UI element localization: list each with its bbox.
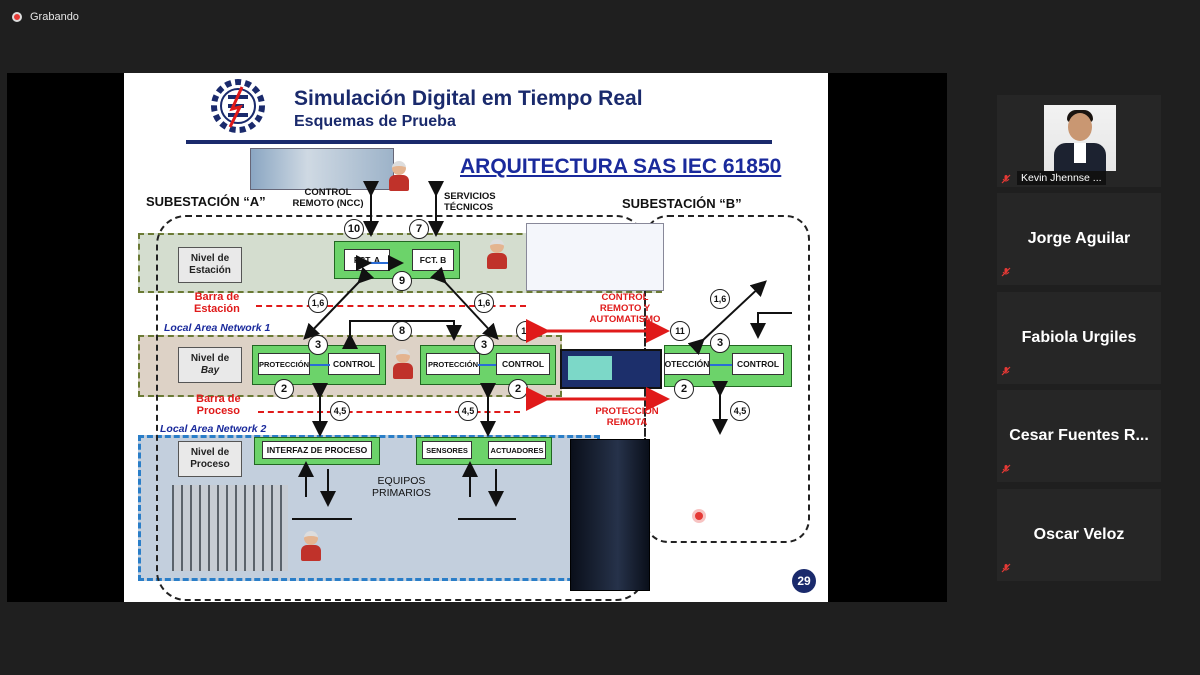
- link-45-badge-c: 4,5: [730, 401, 750, 421]
- link-45-badge-b: 4,5: [458, 401, 478, 421]
- recording-indicator: Grabando: [12, 11, 79, 23]
- mic-muted-icon: [1001, 464, 1011, 474]
- link-10-badge: 10: [344, 219, 364, 239]
- bay-operator-icon: [392, 349, 414, 379]
- participant-video: [1044, 105, 1116, 171]
- participant-tile-5[interactable]: Oscar Veloz: [997, 489, 1161, 581]
- slide-page-number: 29: [792, 569, 816, 593]
- architecture-title: ARQUITECTURA SAS IEC 61850: [460, 155, 782, 178]
- participant-tile-4[interactable]: Cesar Fuentes R...: [997, 390, 1161, 482]
- participant-tile-2[interactable]: Jorge Aguilar: [997, 193, 1161, 285]
- participant-tile-3[interactable]: Fabiola Urgiles: [997, 292, 1161, 384]
- link-45-badge-a: 4,5: [330, 401, 350, 421]
- scada-screenshot: [526, 223, 664, 291]
- process-bus-line: [258, 411, 520, 413]
- field-operator-icon: [300, 531, 322, 561]
- participant-name: Kevin Jhennse ...: [1017, 171, 1106, 185]
- mic-muted-icon: [1001, 366, 1011, 376]
- record-icon: [12, 12, 22, 22]
- link-3-badge-b: 3: [474, 335, 494, 355]
- link-2-badge-a: 2: [274, 379, 294, 399]
- lan2-label: Local Area Network 2: [160, 423, 267, 435]
- sensores-box: SENSORES: [422, 441, 472, 459]
- lan1-label: Local Area Network 1: [164, 322, 271, 334]
- substation-a-label: SUBESTACIÓN “A”: [146, 194, 266, 209]
- slide-title: Simulación Digital em Tiempo Real: [294, 87, 643, 110]
- servicios-tecnicos-label: SERVICIOS TÉCNICOS: [444, 191, 496, 213]
- participant-name: Cesar Fuentes R...: [1009, 427, 1149, 444]
- presentation-slide: Simulación Digital em Tiempo Real Esquem…: [124, 73, 828, 602]
- technician-icon: [388, 161, 410, 191]
- participant-tile-1[interactable]: Kevin Jhennse ...: [997, 95, 1161, 187]
- interfaz-proceso-box: INTERFAZ DE PROCESO: [262, 441, 372, 459]
- mic-muted-icon: [1001, 563, 1011, 573]
- proteccion-box-1: PROTECCIÓN: [258, 353, 310, 375]
- mic-muted-icon: [1001, 174, 1011, 184]
- substation-b-label: SUBESTACIÓN “B”: [622, 196, 742, 211]
- actuadores-box: ACTUADORES: [488, 441, 546, 459]
- proteccion-box-b: OTECCIÓN: [664, 353, 710, 375]
- participant-name: Fabiola Urgiles: [1021, 329, 1137, 346]
- station-bus-line: [256, 305, 526, 307]
- substation-photo: [172, 485, 288, 571]
- protection-relay-device: [560, 349, 662, 389]
- participant-name: Jorge Aguilar: [1027, 230, 1131, 247]
- control-remoto-ncc-label: CONTROL REMOTO (NCC): [292, 187, 364, 209]
- control-box-2: CONTROL: [496, 353, 550, 375]
- mic-muted-icon: [1001, 267, 1011, 277]
- link-2-badge-c: 2: [674, 379, 694, 399]
- laser-pointer: [695, 512, 703, 520]
- university-logo-icon: [211, 79, 265, 133]
- recording-label: Grabando: [30, 11, 79, 23]
- rtds-cabinet-image: [570, 439, 650, 591]
- link-9-badge: 9: [392, 271, 412, 291]
- diagram-arrows: [292, 181, 792, 520]
- operator-icon: [486, 239, 508, 269]
- slide-subtitle: Esquemas de Prueba: [294, 113, 456, 130]
- title-divider: [186, 140, 772, 144]
- participant-name: Oscar Veloz: [1033, 526, 1125, 543]
